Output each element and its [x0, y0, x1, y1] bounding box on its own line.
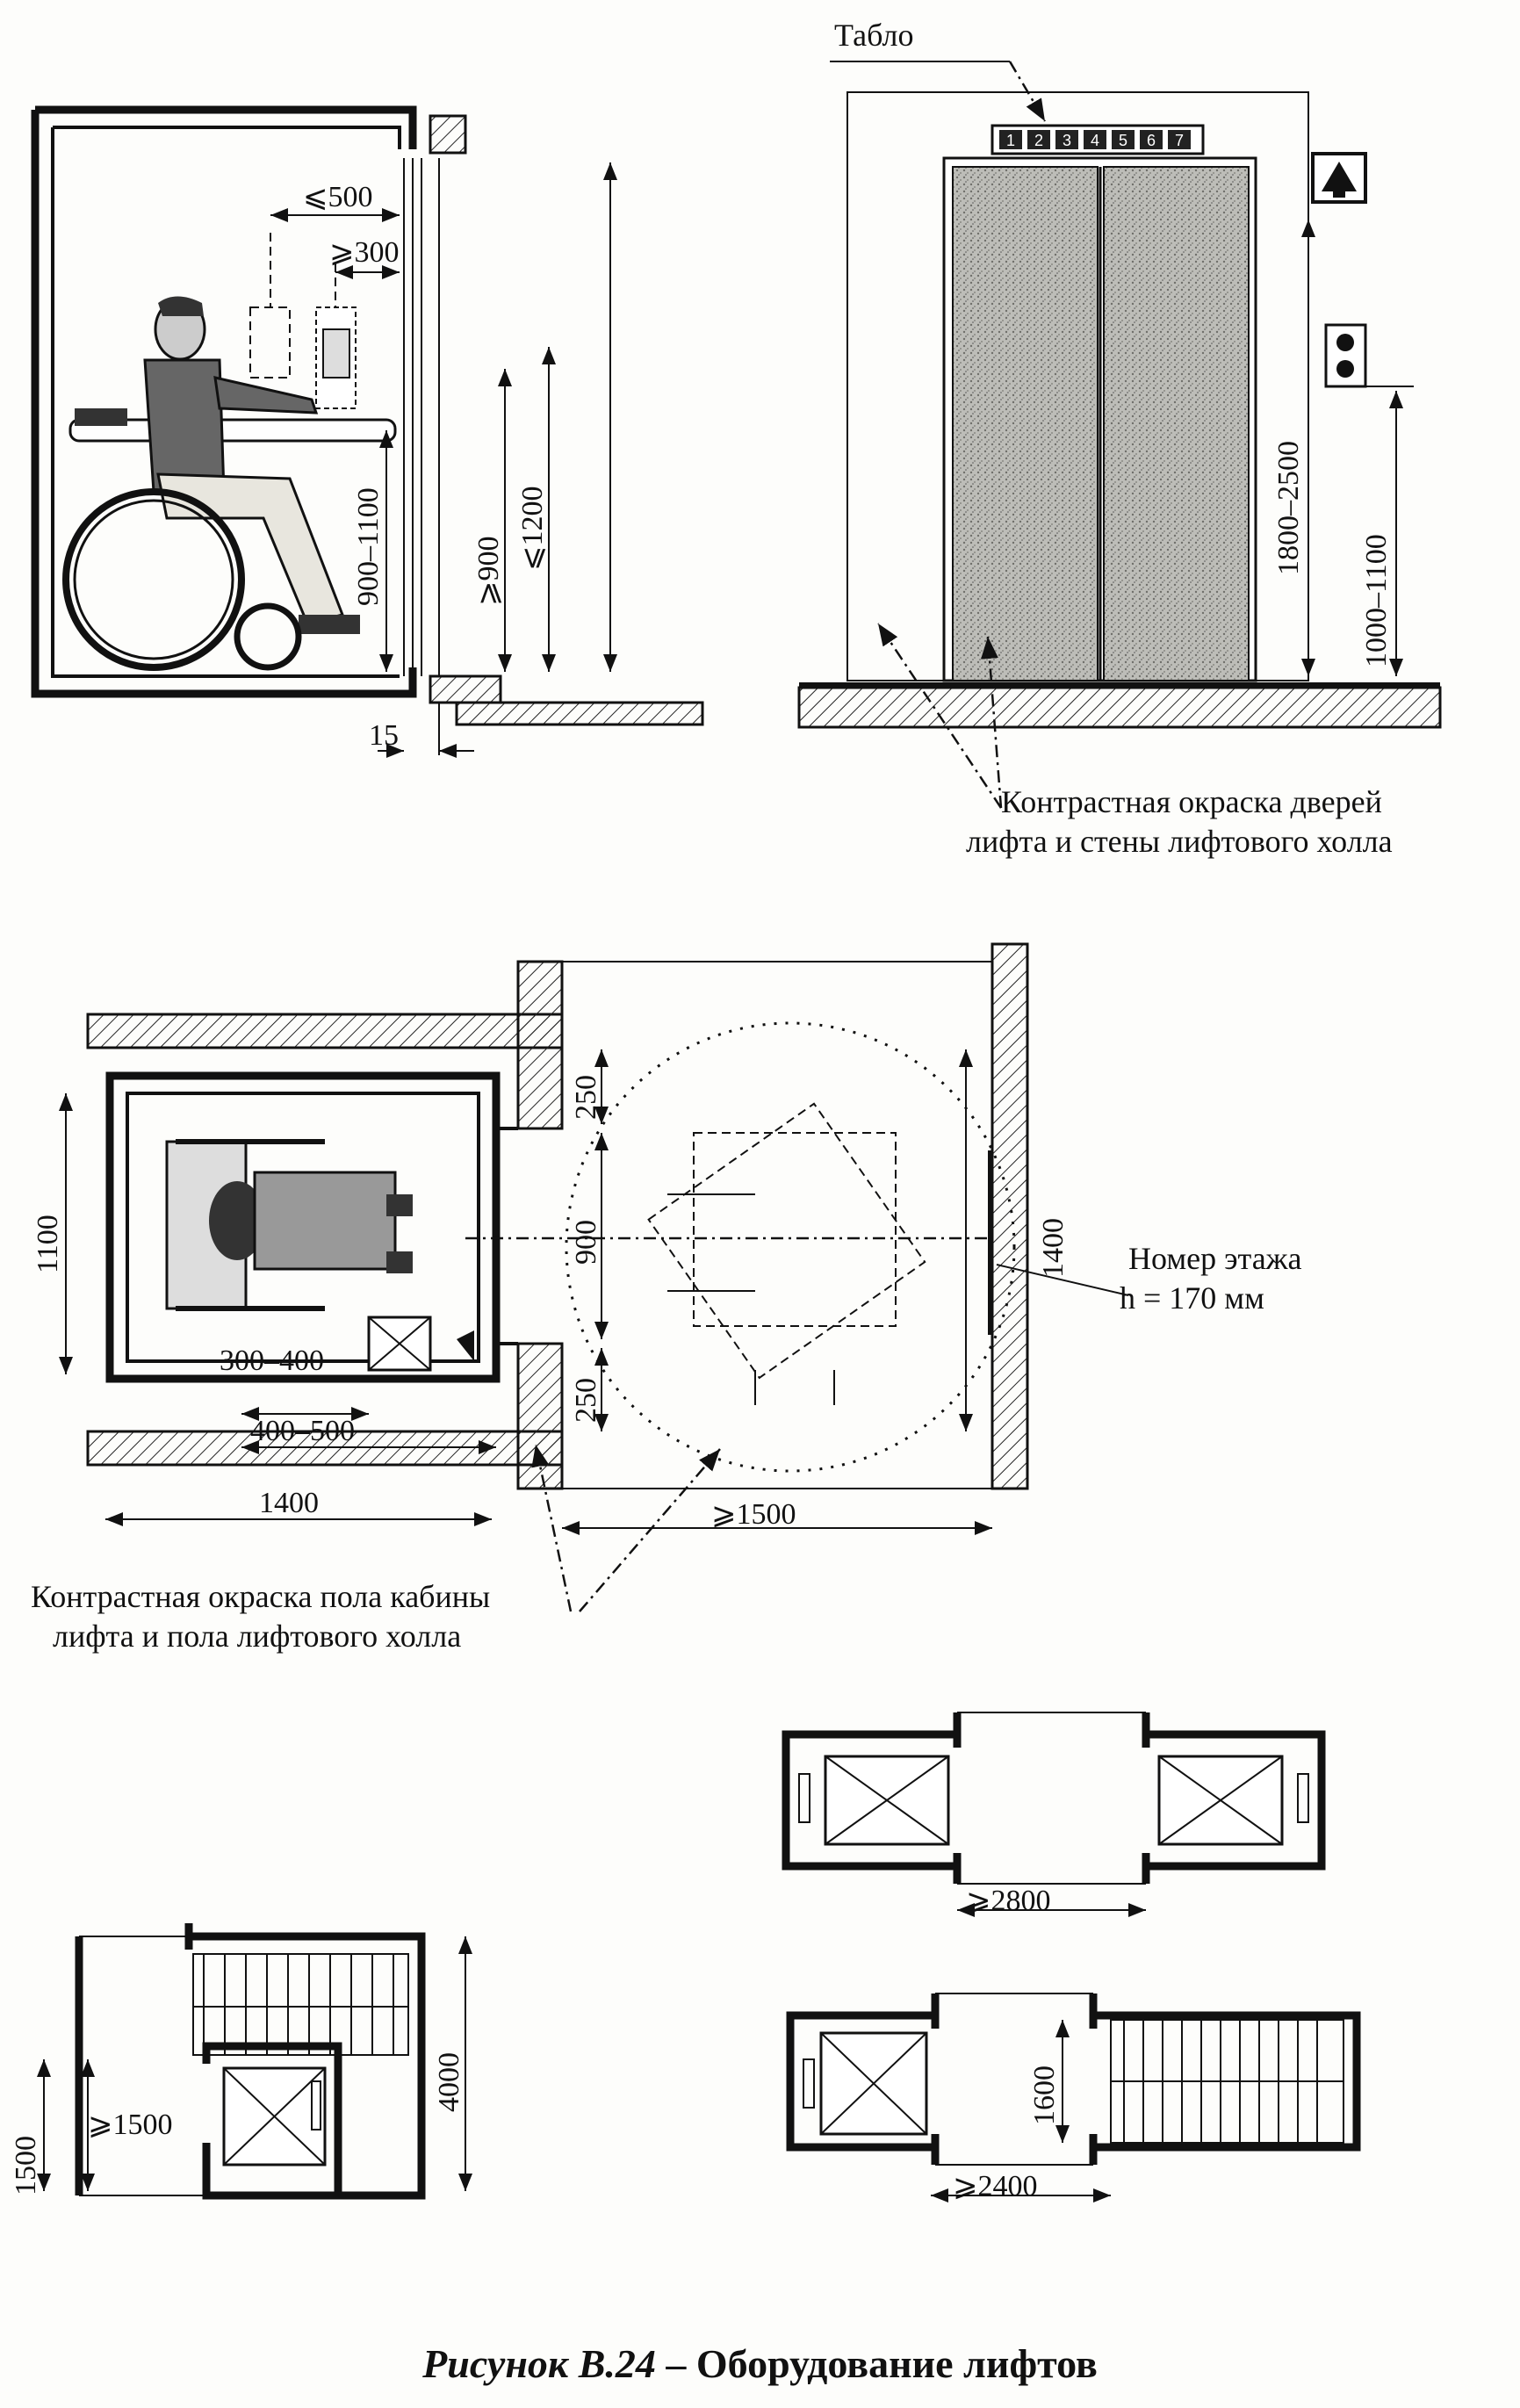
- door-contrast-label-line2: лифта и стены лифтового холла: [966, 824, 1393, 859]
- display-digit: 4: [1091, 132, 1099, 149]
- figure-number: Рисунок В.24: [422, 2341, 656, 2386]
- caption-dash: –: [655, 2341, 696, 2386]
- wheelchair-user-icon: [62, 296, 360, 671]
- dim-2800: ⩾2800: [966, 1885, 1051, 1917]
- display-digit: 7: [1175, 132, 1184, 149]
- dim-4000: 4000: [433, 2052, 465, 2112]
- dim-1500-side: 1500: [10, 2136, 42, 2195]
- dim-400-500: 400–500: [250, 1415, 355, 1447]
- dim-900-door: 900: [570, 1220, 602, 1265]
- floor-number-label: Номер этажа: [1128, 1241, 1302, 1276]
- display-digit-cell: [999, 130, 1022, 149]
- floor-contrast-label-line1: Контрастная окраска пола кабины: [31, 1579, 490, 1614]
- dim-900-1100: 900–1100: [352, 487, 385, 606]
- figure-title: Оборудование лифтов: [695, 2341, 1098, 2386]
- display-digit-cell: [1027, 130, 1050, 149]
- dim-1600: 1600: [1028, 2066, 1061, 2125]
- floor-number-height: h = 170 мм: [1120, 1280, 1264, 1316]
- dim-1100: 1100: [32, 1215, 64, 1273]
- stair-treads: [1110, 2019, 1344, 2144]
- dim-900-min: ⩾900: [472, 537, 505, 607]
- display-digit: 2: [1034, 132, 1043, 149]
- display-digit-cell: [1168, 130, 1191, 149]
- dim-1500-hall: ⩾1500: [711, 1498, 796, 1531]
- dim-250-bottom: 250: [570, 1378, 602, 1423]
- elevator-stair-plan: [786, 1993, 1361, 2203]
- dim-300-400: 300–400: [220, 1345, 324, 1377]
- display-digit-cell: [1140, 130, 1163, 149]
- display-digit: 5: [1119, 132, 1127, 149]
- tablo-label: Табло: [834, 18, 913, 53]
- display-digit-cell: [1084, 130, 1106, 149]
- dim-1400-hall: 1400: [1037, 1218, 1070, 1278]
- facing-elevators-plan: [782, 1712, 1326, 1917]
- stair-elevator-plan: [37, 1923, 472, 2200]
- figure-caption: Рисунок В.24 – Оборудование лифтов: [0, 2340, 1520, 2387]
- dim-2400: ⩾2400: [953, 2170, 1038, 2203]
- display-digit: 1: [1006, 132, 1015, 149]
- display-digit-cell: [1112, 130, 1135, 149]
- floor-contrast-label-line2: лифта и пола лифтового холла: [53, 1619, 461, 1654]
- dim-300: ⩾300: [329, 236, 400, 269]
- door-contrast-label-line1: Контрастная окраска дверей: [1001, 784, 1382, 819]
- cabin-hall-plan-view: [59, 942, 1129, 1612]
- dim-15: 15: [369, 719, 399, 752]
- dim-1800-2500: 1800–2500: [1272, 441, 1305, 575]
- dim-1500-stair: ⩾1500: [88, 2109, 173, 2141]
- cabin-section-view: [31, 105, 704, 758]
- dim-500: ⩽500: [303, 181, 373, 213]
- dim-250-top: 250: [570, 1075, 602, 1120]
- wheelchair-plan-icon: [165, 1139, 413, 1311]
- dim-1200-max: ⩽1200: [516, 487, 549, 572]
- door-elevation-view: 1 2 3 4 5 6 7: [797, 61, 1442, 809]
- display-digit: 6: [1147, 132, 1156, 149]
- display-digit-cell: [1055, 130, 1078, 149]
- dim-1000-1100: 1000–1100: [1360, 534, 1393, 667]
- dim-1400-cab: 1400: [259, 1487, 319, 1519]
- display-digit: 3: [1063, 132, 1071, 149]
